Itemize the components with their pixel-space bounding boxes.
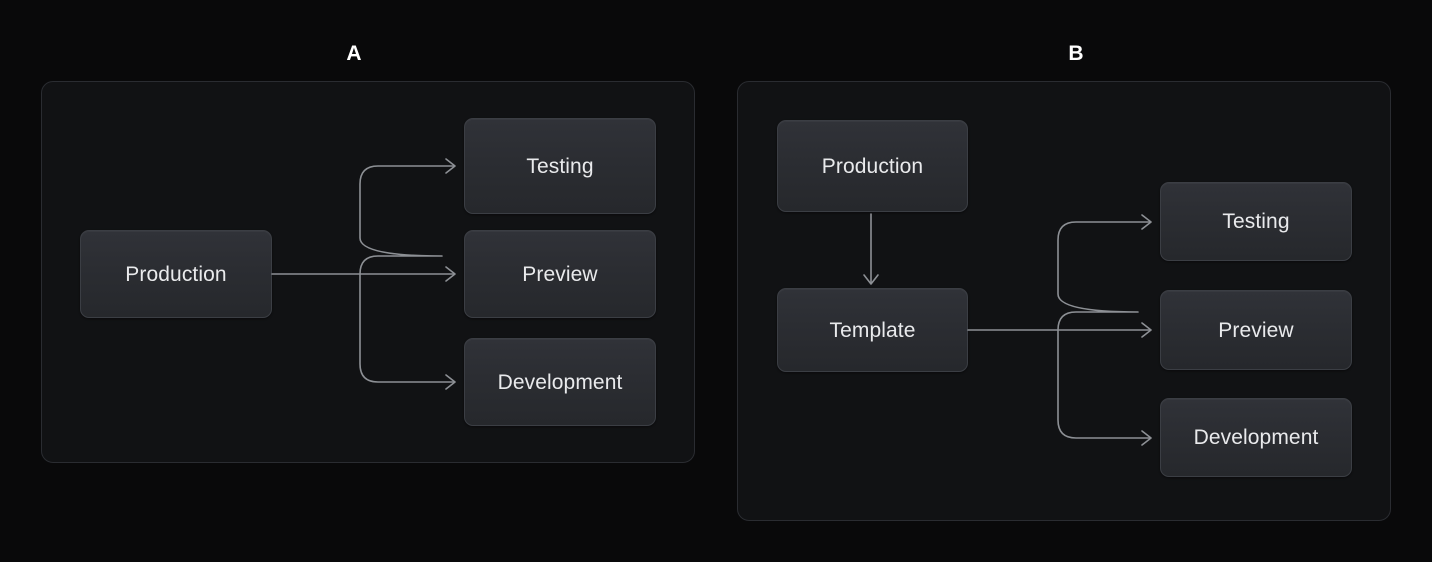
panel-a-label: A	[346, 42, 362, 65]
node-b-testing-label: Testing	[1222, 210, 1290, 233]
panel-b-label: B	[1068, 42, 1084, 65]
node-b-preview[interactable]: Preview	[1160, 290, 1352, 370]
node-a-development[interactable]: Development	[464, 338, 656, 426]
node-b-development[interactable]: Development	[1160, 398, 1352, 477]
node-b-development-label: Development	[1193, 426, 1319, 449]
node-a-testing-label: Testing	[526, 154, 594, 178]
node-b-template-label: Template	[829, 318, 916, 342]
node-a-production-label: Production	[125, 262, 227, 286]
node-a-preview[interactable]: Preview	[464, 230, 656, 318]
node-a-preview-label: Preview	[522, 262, 598, 286]
node-a-development-label: Development	[497, 370, 623, 394]
node-b-production-label: Production	[821, 154, 924, 178]
node-b-testing[interactable]: Testing	[1160, 182, 1352, 261]
node-a-testing[interactable]: Testing	[464, 118, 656, 214]
node-b-production[interactable]: Production	[777, 120, 968, 212]
node-b-template[interactable]: Template	[777, 288, 968, 372]
node-b-preview-label: Preview	[1218, 318, 1294, 342]
node-a-production[interactable]: Production	[80, 230, 272, 318]
